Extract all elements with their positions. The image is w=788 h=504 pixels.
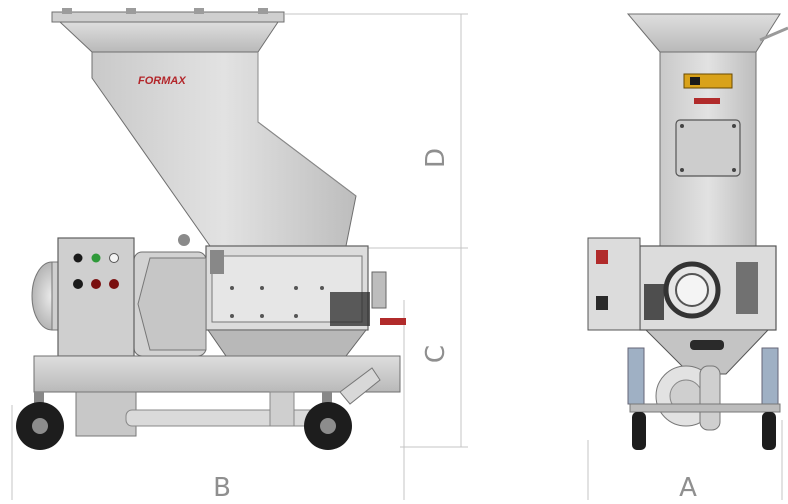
- dimension-d-label: D: [421, 148, 451, 168]
- cutting-chamber-side: [205, 245, 406, 357]
- indicator-light-green-icon: [91, 253, 101, 263]
- front-wheel-left-icon: [632, 412, 646, 450]
- hopper-side: FORMAX: [51, 8, 357, 247]
- dimension-c-label: C: [421, 345, 451, 363]
- stop-button-1-icon: [73, 279, 83, 289]
- side-view: FORMAX: [16, 8, 406, 450]
- front-view: [587, 13, 788, 450]
- chamber-front: [587, 237, 777, 331]
- dimension-a-label: A: [679, 473, 697, 503]
- front-wheel-right-icon: [762, 412, 776, 450]
- indicator-light-white-icon: [109, 253, 119, 263]
- indicator-light-1-icon: [73, 253, 83, 263]
- dimension-lines: [11, 13, 783, 500]
- control-box: [57, 237, 135, 357]
- stop-button-3-icon: [109, 279, 119, 289]
- hopper-front: [626, 13, 788, 247]
- dimension-b-label: B: [213, 473, 231, 503]
- casters-side: [16, 392, 352, 450]
- stop-button-2-icon: [91, 279, 101, 289]
- frame-front: [627, 347, 781, 450]
- discharge-front: [644, 329, 770, 431]
- frame-side: [33, 355, 401, 437]
- brand-logo: FORMAX: [138, 75, 186, 87]
